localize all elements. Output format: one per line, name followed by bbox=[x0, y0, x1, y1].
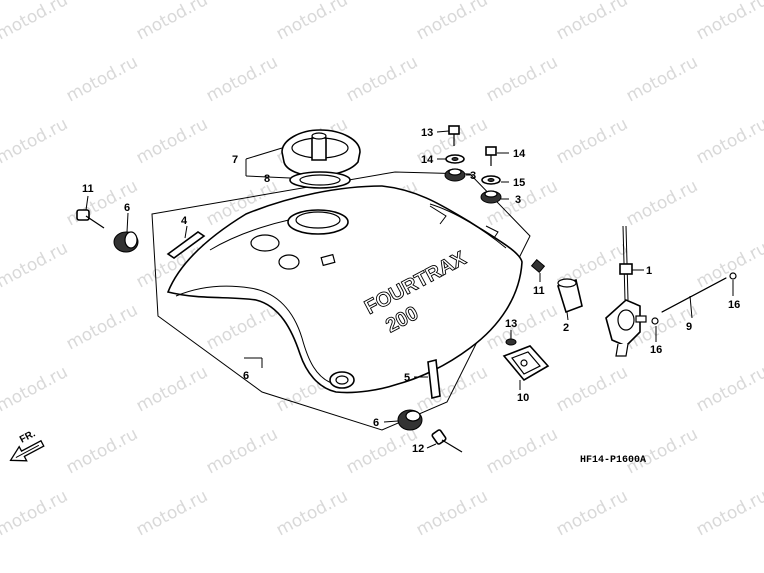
callout-4-upper: 4 bbox=[181, 215, 188, 227]
callout-11-lower: 12 bbox=[412, 443, 424, 455]
washer-14-left bbox=[445, 154, 465, 164]
front-direction-indicator: FR. bbox=[9, 428, 45, 462]
callout-11-upper: 11 bbox=[82, 183, 94, 195]
callout-13-right: 14 bbox=[513, 148, 526, 160]
watermark-text: motod.ru bbox=[693, 114, 764, 168]
watermark-text: motod.ru bbox=[343, 424, 421, 478]
callout-4-lower: 5 bbox=[404, 372, 410, 384]
fuel-cap bbox=[281, 129, 361, 177]
watermark-text: motod.ru bbox=[413, 0, 491, 44]
watermark-text: motod.ru bbox=[553, 114, 631, 168]
watermark-text: motod.ru bbox=[273, 486, 351, 540]
watermark-text: motod.ru bbox=[693, 238, 764, 292]
watermark-text: motod.ru bbox=[203, 52, 281, 106]
watermark-text: motod.ru bbox=[693, 362, 764, 416]
callout-2: 2 bbox=[563, 322, 569, 334]
callout-9: 10 bbox=[517, 392, 529, 404]
callout-8: 8 bbox=[264, 173, 270, 185]
bolt-13-right bbox=[485, 146, 497, 166]
watermark-text: motod.ru bbox=[203, 424, 281, 478]
rubber-mount-lower bbox=[397, 409, 423, 431]
cushion-strip-upper bbox=[166, 231, 206, 259]
watermark-text: motod.ru bbox=[0, 486, 71, 540]
callout-13-left: 13 bbox=[421, 127, 433, 139]
screw-10 bbox=[530, 259, 546, 273]
watermark-text: motod.ru bbox=[343, 52, 421, 106]
callout-10: 11 bbox=[533, 285, 545, 297]
callout-12: 13 bbox=[505, 318, 517, 330]
callout-6-upper: 6 bbox=[124, 202, 130, 214]
bolt-13-left bbox=[448, 125, 460, 146]
watermark-text: motod.ru bbox=[623, 424, 701, 478]
rubber-3-right bbox=[480, 190, 502, 204]
screw-12 bbox=[505, 338, 517, 346]
watermark-text: motod.ru bbox=[0, 0, 71, 44]
callout-7: 7 bbox=[232, 154, 238, 166]
callout-14-right: 15 bbox=[513, 177, 525, 189]
callout-16-right: 16 bbox=[728, 299, 740, 311]
watermark-text: motod.ru bbox=[553, 0, 631, 44]
watermark-text: motod.ru bbox=[693, 486, 764, 540]
watermark-text: motod.ru bbox=[413, 486, 491, 540]
watermark-text: motod.ru bbox=[63, 424, 141, 478]
fuel-tank: FOURTRAX 200 bbox=[166, 185, 523, 394]
watermark-text: motod.ru bbox=[553, 486, 631, 540]
watermark-text: motod.ru bbox=[133, 362, 211, 416]
callout-3-right: 3 bbox=[515, 194, 521, 206]
bolt-lower bbox=[431, 429, 463, 453]
watermark-text: motod.ru bbox=[483, 52, 561, 106]
watermark-text: motod.ru bbox=[623, 52, 701, 106]
callout-5: 6 bbox=[243, 370, 249, 382]
leader-lines bbox=[85, 130, 734, 449]
watermark-text: motod.ru bbox=[133, 114, 211, 168]
rubber-3-left bbox=[444, 168, 466, 182]
callout-14-left: 14 bbox=[421, 154, 434, 166]
watermark-text: motod.ru bbox=[133, 0, 211, 44]
watermark-text: motod.ru bbox=[483, 424, 561, 478]
cover-plate bbox=[502, 345, 550, 382]
watermark-text: motod.ru bbox=[133, 486, 211, 540]
cushion-strip-lower bbox=[427, 359, 441, 399]
watermark-text: motod.ru bbox=[0, 362, 71, 416]
watermark-text: motod.ru bbox=[63, 300, 141, 354]
watermark-text: motod.ru bbox=[0, 238, 71, 292]
watermark-text: motod.ru bbox=[693, 0, 764, 44]
callout-15: 9 bbox=[686, 321, 692, 333]
watermark-text: motod.ru bbox=[623, 176, 701, 230]
bolt-upper-left bbox=[76, 209, 105, 229]
fuel-valve-knob bbox=[557, 278, 583, 314]
watermark-text: motod.ru bbox=[0, 114, 71, 168]
washer-14-right bbox=[481, 175, 501, 185]
watermark-text: motod.ru bbox=[203, 300, 281, 354]
front-label: FR. bbox=[18, 428, 38, 445]
fuel-valve bbox=[605, 225, 647, 357]
fuel-cap-gasket bbox=[289, 171, 351, 189]
callout-6-lower: 6 bbox=[373, 417, 379, 429]
hose-clip-upper bbox=[729, 272, 737, 280]
callout-1: 1 bbox=[646, 265, 652, 277]
callout-numbers: 11 6 4 7 8 6 6 5 12 13 14 3 14 15 3 1 2 … bbox=[82, 127, 740, 455]
watermark-text: motod.ru bbox=[273, 0, 351, 44]
watermark-text: motod.ru bbox=[553, 362, 631, 416]
diagram-reference-code: HF14-P1600A bbox=[580, 455, 646, 466]
hose-clip-lower bbox=[651, 317, 659, 325]
callout-3-left: 3 bbox=[470, 170, 476, 182]
callout-16-left: 16 bbox=[650, 344, 662, 356]
watermark-text: motod.ru bbox=[63, 52, 141, 106]
rubber-mount-left bbox=[113, 231, 139, 253]
assembly-boundary bbox=[151, 171, 531, 431]
